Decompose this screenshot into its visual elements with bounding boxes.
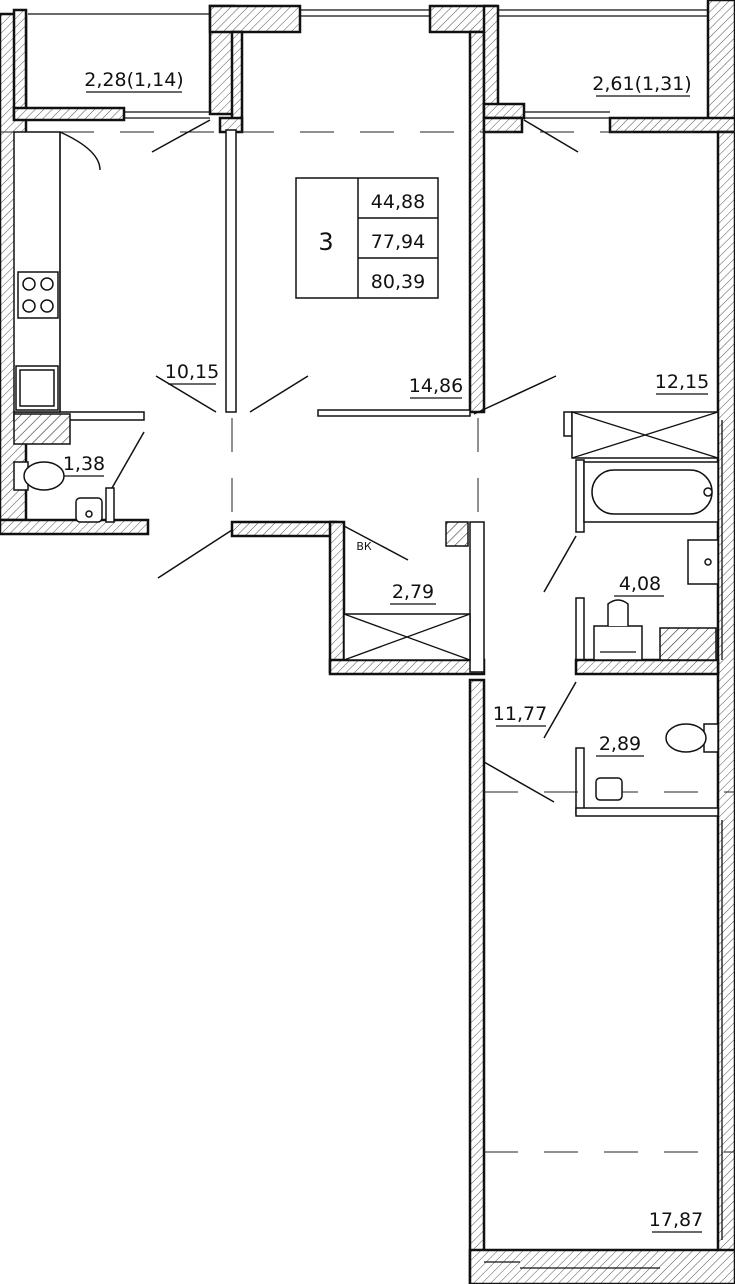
living-room-area: 17,87	[649, 1209, 703, 1231]
wc-right-basin-icon	[595, 777, 623, 801]
wc-small-area: 1,38	[63, 453, 105, 475]
total-area-with-balconies: 80,39	[371, 271, 425, 293]
wardrobe	[571, 411, 719, 459]
dashed-lines	[0, 131, 735, 1153]
kitchen-sink-icon	[15, 365, 59, 411]
fixtures	[13, 131, 719, 801]
bedroom-center-area: 14,86	[409, 375, 463, 397]
total-area: 77,94	[371, 231, 425, 253]
doors	[59, 119, 579, 803]
storage-cabinet	[343, 613, 471, 661]
toilet-icon	[13, 461, 65, 491]
room-labels: 2,28(1,14) 2,61(1,31) 10,15 14,86 12,15 …	[63, 69, 709, 1233]
rooms-count: 3	[318, 228, 333, 256]
washing-machine-icon	[593, 599, 643, 661]
stove-icon	[17, 271, 59, 319]
storage-area: 2,79	[392, 581, 434, 603]
summary-table: 3 44,88 77,94 80,39	[295, 177, 439, 299]
wc-right-area: 2,89	[599, 733, 641, 755]
kitchen-area: 10,15	[165, 361, 219, 383]
windows	[124, 9, 723, 1269]
balcony-left-area: 2,28(1,14)	[84, 69, 183, 91]
storage-tag: ВК	[356, 540, 372, 553]
balcony-right-area: 2,61(1,31)	[592, 73, 691, 95]
hallway-area: 11,77	[493, 703, 547, 725]
bath-washbasin-icon	[687, 539, 719, 585]
washbasin-icon	[75, 497, 103, 523]
bathroom-area: 4,08	[619, 573, 661, 595]
bathtub-icon	[583, 461, 719, 523]
bedroom-right-area: 12,15	[655, 371, 709, 393]
living-area: 44,88	[371, 191, 425, 213]
toilet-right-icon	[665, 723, 719, 753]
